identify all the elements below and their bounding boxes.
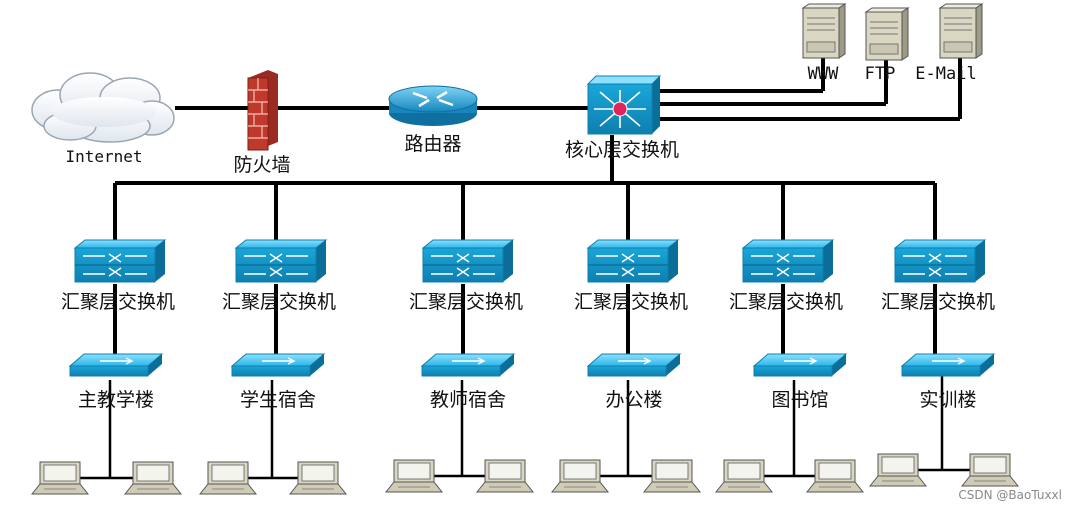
core-switch-icon <box>586 75 662 135</box>
access-switch-icon <box>752 353 848 377</box>
computer-icon <box>714 459 774 493</box>
access-switch-label: 办公楼 <box>605 389 662 411</box>
access-switch-label: 图书馆 <box>771 389 828 411</box>
firewall-label: 防火墙 <box>233 154 290 176</box>
aggregation-switch-label: 汇聚层交换机 <box>574 291 688 313</box>
access-switch-label: 实训楼 <box>919 389 976 411</box>
access-switch-icon <box>420 353 516 377</box>
email-server-label: E-Mail <box>915 64 976 84</box>
router-icon <box>388 85 478 126</box>
www-server-icon <box>801 3 847 59</box>
computer-icon <box>642 459 702 493</box>
access-switch-label: 学生宿舍 <box>240 389 316 411</box>
aggregation-switch-label: 汇聚层交换机 <box>881 291 995 313</box>
aggregation-switch-icon <box>586 239 680 283</box>
internet-cloud-icon <box>31 72 175 143</box>
www-server-label: WWW <box>808 64 839 84</box>
firewall-icon <box>247 70 278 151</box>
email-server-icon <box>938 3 984 59</box>
branch-lines <box>113 183 937 356</box>
connection-lines <box>115 55 962 185</box>
access-switch-label: 主教学楼 <box>78 389 154 411</box>
aggregation-switch-label: 汇聚层交换机 <box>409 291 523 313</box>
aggregation-switch-icon <box>73 239 167 283</box>
aggregation-switch-icon <box>421 239 515 283</box>
aggregation-switch-label: 汇聚层交换机 <box>729 291 843 313</box>
branches-group: 汇聚层交换机主教学楼汇聚层交换机学生宿舍汇聚层交换机教师宿舍汇聚层交换机办公楼汇… <box>30 239 1020 495</box>
watermark: CSDN @BaoTuxxl <box>958 488 1062 502</box>
computer-icon <box>123 461 183 495</box>
computer-icon <box>198 461 258 495</box>
core-switch-label: 核心层交换机 <box>565 139 679 161</box>
aggregation-switch-icon <box>893 239 987 283</box>
access-switch-icon <box>900 353 996 377</box>
internet-label: Internet <box>65 147 142 166</box>
router-label: 路由器 <box>404 133 461 155</box>
aggregation-switch-icon <box>741 239 835 283</box>
aggregation-switch-label: 汇聚层交换机 <box>222 291 336 313</box>
ftp-server-label: FTP <box>865 64 896 84</box>
access-switch-icon <box>230 353 326 377</box>
ftp-server-icon <box>864 7 910 61</box>
aggregation-switch-label: 汇聚层交换机 <box>61 291 175 313</box>
computer-icon <box>960 453 1020 487</box>
aggregation-switch-icon <box>234 239 328 283</box>
computer-icon <box>384 459 444 493</box>
computer-icon <box>868 453 928 487</box>
computer-icon <box>30 461 90 495</box>
access-switch-label: 教师宿舍 <box>430 389 506 411</box>
access-switch-icon <box>586 353 682 377</box>
computer-icon <box>288 461 348 495</box>
computer-icon <box>805 459 865 493</box>
computer-icon <box>475 459 535 493</box>
access-switch-icon <box>68 353 164 377</box>
computer-icon <box>550 459 610 493</box>
